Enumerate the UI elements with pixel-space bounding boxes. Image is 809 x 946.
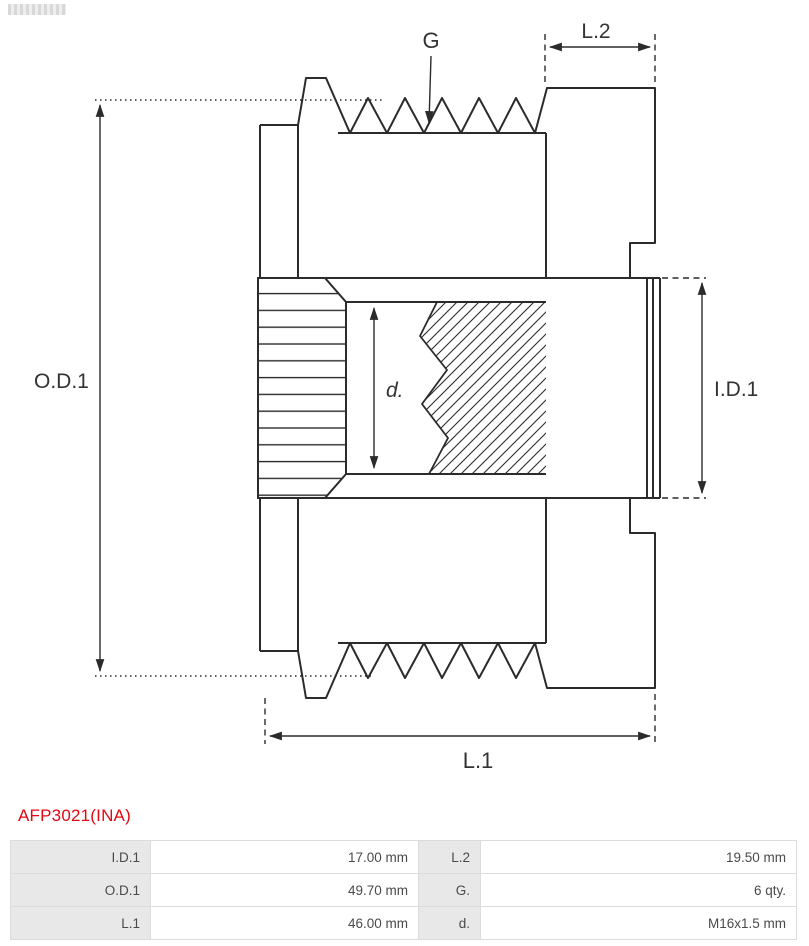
dim-label-l2: L.2 xyxy=(581,20,610,43)
knurled-hub xyxy=(257,277,347,499)
dim-label-od1: O.D.1 xyxy=(34,370,89,393)
spec-label-l1: L.1 xyxy=(10,906,151,940)
dimension-id1 xyxy=(662,277,707,499)
spec-value-l1: 46.00 mm xyxy=(150,906,419,940)
pulley-rim-lines xyxy=(338,132,546,644)
thread-break-line xyxy=(419,301,449,475)
dimension-l1 xyxy=(264,694,656,744)
pulley-diagram-svg: O.D.1 L.2 G I.D.1 d. xyxy=(34,20,758,773)
dimension-g xyxy=(425,55,434,125)
spec-value-od1: 49.70 mm xyxy=(150,873,419,907)
l1-ext-lines xyxy=(264,694,656,744)
part-number-title: AFP3021(INA) xyxy=(18,806,131,825)
dimension-od1 xyxy=(95,99,383,677)
dim-label-d: d. xyxy=(386,379,404,402)
dimension-l2 xyxy=(544,34,656,84)
spec-label-g: G. xyxy=(418,873,481,907)
hub-outer-lines xyxy=(325,277,660,499)
id1-ext-lines xyxy=(662,277,706,499)
threaded-section xyxy=(419,301,546,475)
table-row: L.1 46.00 mm d. M16x1.5 mm xyxy=(10,906,797,940)
spec-label-id1: I.D.1 xyxy=(10,840,151,874)
pulley-bottom-profile xyxy=(260,498,656,699)
spec-value-g: 6 qty. xyxy=(480,873,797,907)
l2-ext-lines xyxy=(544,34,656,84)
g-leader-line xyxy=(425,55,434,125)
bearing-block xyxy=(646,278,661,498)
logo-watermark xyxy=(8,4,66,15)
pulley-top-profile xyxy=(260,77,656,278)
spec-label-od1: O.D.1 xyxy=(10,873,151,907)
spec-label-d: d. xyxy=(418,906,481,940)
spec-value-l2: 19.50 mm xyxy=(480,840,797,874)
table-row: I.D.1 17.00 mm L.2 19.50 mm xyxy=(10,840,797,874)
knurl-hatch xyxy=(257,277,347,499)
dim-label-g: G xyxy=(422,28,439,53)
table-row: O.D.1 49.70 mm G. 6 qty. xyxy=(10,873,797,907)
spec-value-d: M16x1.5 mm xyxy=(480,906,797,940)
technical-drawing: O.D.1 L.2 G I.D.1 d. xyxy=(34,20,758,773)
spec-table: I.D.1 17.00 mm L.2 19.50 mm O.D.1 49.70 … xyxy=(10,840,797,940)
pulley-web-lines xyxy=(297,125,547,651)
thread-hatch xyxy=(420,302,546,474)
spec-value-id1: 17.00 mm xyxy=(150,840,419,874)
dim-label-l1: L.1 xyxy=(463,748,494,773)
dim-label-id1: I.D.1 xyxy=(714,378,758,401)
spec-label-l2: L.2 xyxy=(418,840,481,874)
